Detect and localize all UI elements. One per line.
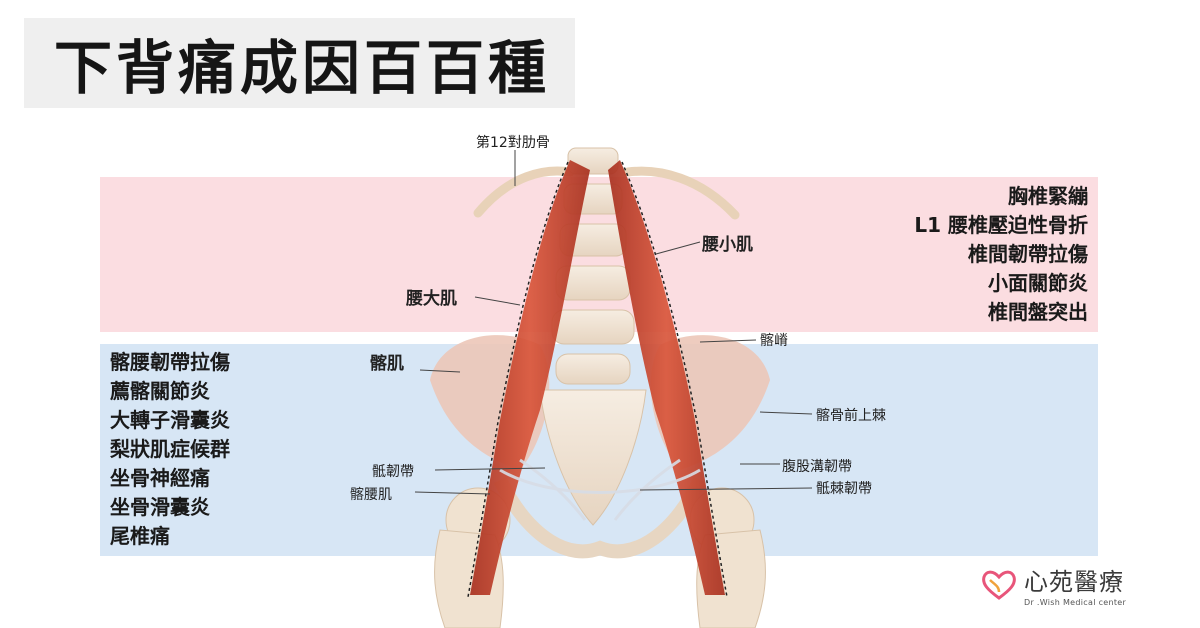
lower-cause-item: 坐骨神經痛 xyxy=(110,466,210,490)
upper-cause-item: 小面關節炎 xyxy=(988,271,1088,295)
upper-cause-item: 椎間韌帶拉傷 xyxy=(968,242,1088,266)
lower-cause-item: 梨狀肌症候群 xyxy=(110,437,230,461)
pelvic-ring xyxy=(493,476,707,559)
label-inguinal-ligament: 腹股溝韌帶 xyxy=(782,459,852,475)
label-iliopsoas: 髂腰肌 xyxy=(350,487,392,503)
lower-causes-list: 髂腰韌帶拉傷 薦髂關節炎 大轉子滑囊炎 梨狀肌症候群 坐骨神經痛 坐骨滑囊炎 尾… xyxy=(110,348,230,551)
lower-cause-item: 大轉子滑囊炎 xyxy=(110,408,230,432)
psoas-muscles xyxy=(467,160,728,598)
label-psoas-minor: 腰小肌 xyxy=(702,235,753,255)
title-banner: 下背痛成因百百種 xyxy=(24,18,575,108)
upper-cause-item: 椎間盤突出 xyxy=(988,300,1088,324)
lower-cause-item: 髂腰韌帶拉傷 xyxy=(110,350,230,374)
label-sacrotuberous: 骶韌帶 xyxy=(372,464,414,480)
page-title: 下背痛成因百百種 xyxy=(54,34,551,102)
sacrum-shape xyxy=(539,389,647,526)
label-sacrospinous: 骶棘韌帶 xyxy=(816,481,872,497)
label-rib12: 第12對肋骨 xyxy=(476,135,550,151)
lumbar-vertebrae xyxy=(551,147,635,385)
upper-cause-item: L1 腰椎壓迫性骨折 xyxy=(914,213,1088,237)
lower-cause-item: 薦髂關節炎 xyxy=(110,379,210,403)
upper-cause-item: 胸椎緊繃 xyxy=(1008,184,1088,208)
label-asis: 髂骨前上棘 xyxy=(816,408,886,424)
brand-logo: 心苑醫療 Dr .Wish Medical center xyxy=(980,568,1126,607)
label-iliac-crest: 髂嵴 xyxy=(760,333,788,349)
lower-cause-item: 尾椎痛 xyxy=(110,524,170,548)
rib-12-shape xyxy=(473,166,740,220)
label-leader-lines xyxy=(414,150,813,495)
label-iliacus: 髂肌 xyxy=(370,354,404,374)
label-psoas-major: 腰大肌 xyxy=(406,289,457,309)
brand-heart-icon xyxy=(982,570,1016,600)
brand-subtitle: Dr .Wish Medical center xyxy=(1024,598,1127,607)
upper-causes-list: 胸椎緊繃 L1 腰椎壓迫性骨折 椎間韌帶拉傷 小面關節炎 椎間盤突出 xyxy=(914,182,1088,327)
lower-cause-item: 坐骨滑囊炎 xyxy=(110,495,210,519)
brand-name: 心苑醫療 xyxy=(1024,568,1124,596)
